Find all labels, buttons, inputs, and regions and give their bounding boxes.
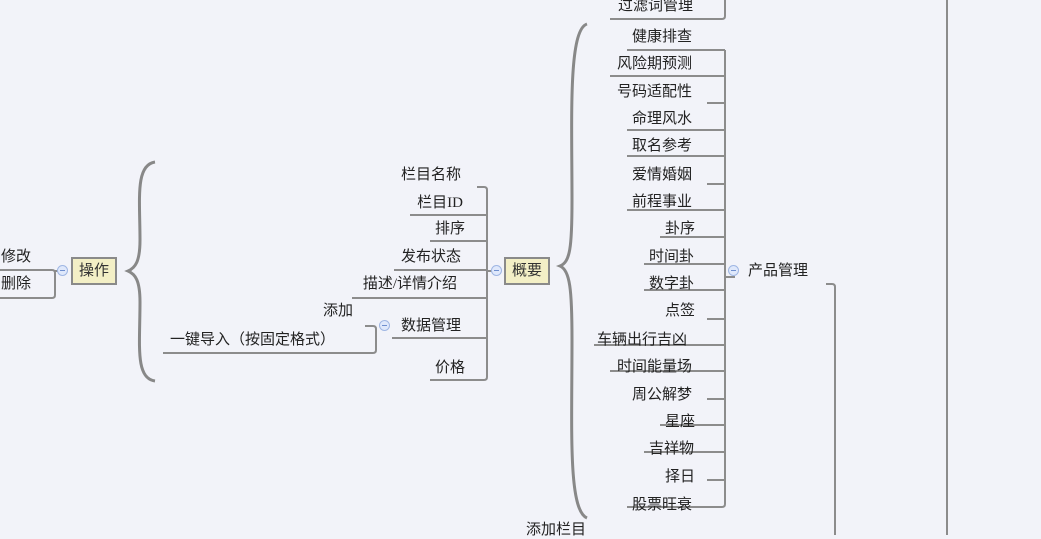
product-item[interactable]: 时间能量场	[616, 359, 692, 375]
collapse-icon[interactable]	[728, 265, 739, 276]
product-item[interactable]: 命理风水	[631, 111, 692, 127]
node-add[interactable]: 添加	[323, 303, 354, 319]
product-item[interactable]: 星座	[664, 414, 695, 430]
product-item[interactable]: 爱情婚姻	[631, 167, 692, 183]
product-item[interactable]: 吉祥物	[648, 441, 694, 457]
collapse-icon[interactable]	[57, 265, 68, 276]
node-operation[interactable]: 操作	[71, 257, 118, 285]
product-item[interactable]: 风险期预测	[616, 56, 692, 72]
node-import[interactable]: 一键导入（按固定格式）	[170, 332, 336, 348]
field-item[interactable]: 价格	[434, 360, 465, 376]
node-modify[interactable]: 修改	[1, 249, 32, 265]
node-product-management[interactable]: 产品管理	[748, 263, 809, 279]
product-item[interactable]: 数字卦	[648, 276, 694, 292]
field-item[interactable]: 描述/详情介绍	[362, 276, 457, 292]
node-add-column[interactable]: 添加栏目	[526, 522, 587, 538]
product-item[interactable]: 时间卦	[648, 249, 694, 265]
product-item[interactable]: 取名参考	[631, 138, 692, 154]
field-item[interactable]: 栏目ID	[417, 195, 463, 211]
product-item[interactable]: 前程事业	[631, 194, 692, 210]
product-item[interactable]: 健康排查	[631, 29, 692, 45]
node-data-management[interactable]: 数据管理	[400, 318, 461, 334]
product-item[interactable]: 周公解梦	[631, 387, 692, 403]
field-item[interactable]: 发布状态	[400, 249, 461, 265]
product-item[interactable]: 择日	[664, 469, 695, 485]
field-item[interactable]: 栏目名称	[400, 167, 461, 183]
node-summary[interactable]: 概要	[504, 257, 551, 285]
product-item[interactable]: 卦序	[664, 221, 695, 237]
node-delete[interactable]: 删除	[1, 276, 32, 292]
collapse-icon[interactable]	[491, 265, 502, 276]
product-item[interactable]: 车辆出行吉凶	[596, 332, 687, 348]
product-item[interactable]: 股票旺衰	[631, 497, 692, 513]
product-item[interactable]: 号码适配性	[616, 84, 692, 100]
node-filter-words[interactable]: 过滤词管理	[618, 0, 694, 14]
field-item[interactable]: 排序	[434, 221, 465, 237]
product-item[interactable]: 点签	[664, 303, 695, 319]
collapse-icon[interactable]	[379, 320, 390, 331]
